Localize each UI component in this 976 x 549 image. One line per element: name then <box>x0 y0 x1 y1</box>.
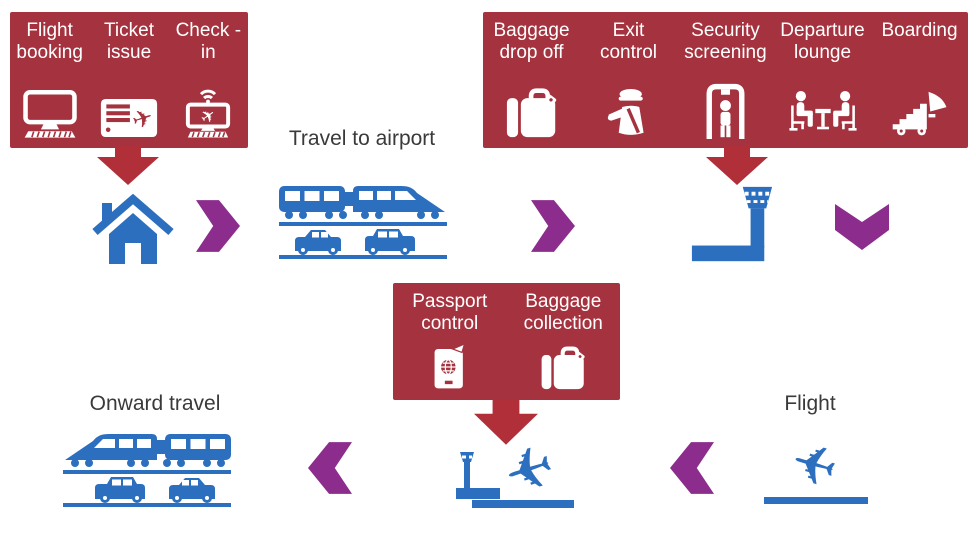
stage-item-passport-control: Passport control <box>393 283 507 400</box>
stage-item-exit-control: Exit control <box>580 12 677 148</box>
train-and-cars-icon <box>63 434 231 507</box>
svg-text:✈: ✈ <box>496 438 563 510</box>
security-officer-icon <box>607 89 644 135</box>
boarding-stairs-icon <box>892 91 946 136</box>
stage-item-label: Passport control <box>412 291 488 335</box>
chevron-left-icon <box>308 442 352 494</box>
stage-item-label: Exit control <box>599 20 658 64</box>
stage-item-check-in: Check -in ✈ <box>169 12 248 148</box>
flow-label-travel-to-airport: Travel to airport <box>288 127 436 150</box>
stage-item-baggage-drop-off: Baggage drop off <box>483 12 580 148</box>
house-icon <box>92 193 174 264</box>
departure-lounge-icon <box>788 91 857 131</box>
stage-box-booking: Flight booking Ticket issue ✈ Check -in <box>10 12 248 148</box>
stage-item-baggage-collection: Baggage collection <box>507 283 621 400</box>
flow-label-flight: Flight <box>784 392 836 415</box>
stage-item-label: Baggage drop off <box>493 20 570 64</box>
plane-landing-icon: ✈ <box>456 438 574 510</box>
stage-item-label: Boarding <box>881 20 958 41</box>
body-scanner-icon <box>706 83 745 139</box>
red-down-arrow <box>97 145 159 185</box>
stage-item-boarding: Boarding <box>871 12 968 148</box>
train-and-cars-icon <box>279 186 447 259</box>
chevron-right-icon <box>196 200 240 252</box>
suitcase-icon <box>506 88 556 138</box>
stage-item-ticket-issue: Ticket issue ✈ <box>89 12 168 148</box>
chevron-down-icon <box>835 204 889 250</box>
red-down-arrow <box>474 399 538 445</box>
passport-icon <box>434 343 466 389</box>
stage-item-flight-booking: Flight booking <box>10 12 89 148</box>
desktop-computer-icon <box>22 89 77 138</box>
stage-item-label: Ticket issue <box>104 20 154 64</box>
plane-takeoff-icon: ✈ <box>764 436 868 504</box>
chevron-left-icon <box>670 442 714 494</box>
stage-item-departure-lounge: Departure lounge <box>774 12 871 148</box>
suitcase-icon <box>541 346 585 390</box>
stage-item-label: Departure lounge <box>780 20 865 64</box>
flight-ticket-icon: ✈ <box>100 98 158 138</box>
stage-item-label: Baggage collection <box>523 291 603 335</box>
chevron-right-icon <box>531 200 575 252</box>
stage-item-label: Check -in <box>175 20 242 64</box>
stage-box-arrival: Passport control Baggage collection <box>393 283 620 400</box>
stage-item-security-screening: Security screening <box>677 12 774 148</box>
svg-text:✈: ✈ <box>784 436 845 502</box>
stage-box-departure-airport: Baggage drop off Exit control <box>483 12 968 148</box>
airport-tower-icon <box>691 186 773 262</box>
stage-item-label: Security screening <box>684 20 767 64</box>
red-down-arrow <box>706 145 768 185</box>
online-check-in-icon: ✈ <box>186 89 231 138</box>
flow-label-onward-travel: Onward travel <box>89 392 221 415</box>
stage-item-label: Flight booking <box>16 20 83 64</box>
